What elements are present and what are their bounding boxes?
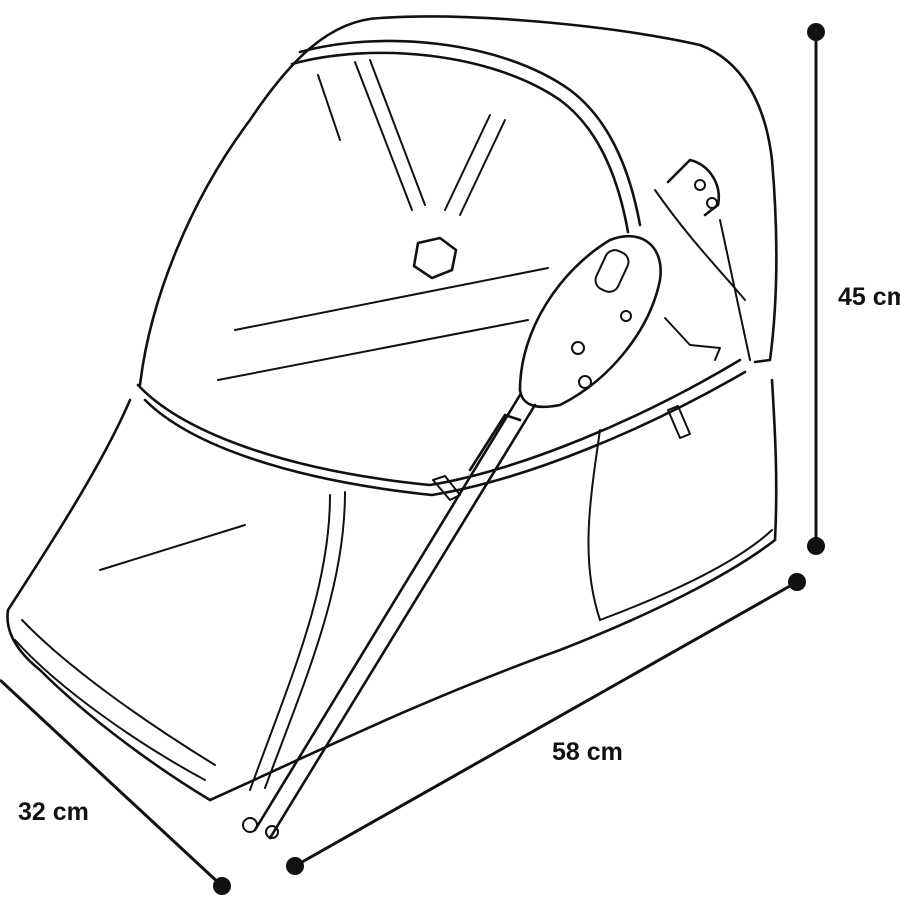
hood-rib-5 [317, 74, 341, 141]
handle-bar-lower [268, 403, 537, 840]
body-side-panel [587, 429, 601, 621]
hood-rib-1 [354, 61, 413, 211]
handle-strut [468, 413, 522, 472]
hood-rib-3 [444, 114, 491, 211]
length-line [294, 580, 798, 868]
height-endpoint-top [807, 23, 825, 41]
pivot-bolt-2 [578, 375, 592, 389]
hood-fold-3 [654, 189, 746, 301]
height-label: 45 cm [838, 283, 900, 311]
bracket-hole-2 [706, 197, 718, 209]
width-line [0, 678, 224, 888]
hood-outline [138, 15, 778, 387]
length-dimension: 58 cm [286, 573, 806, 875]
body-panel-seam-1 [249, 494, 331, 791]
rear-connector [664, 317, 721, 361]
pivot-bolt-3 [620, 310, 632, 322]
hood-fold-2 [217, 319, 529, 381]
length-label: 58 cm [552, 738, 623, 766]
width-label: 32 cm [18, 798, 89, 826]
hood-rib-2 [369, 59, 426, 206]
hood-rib-4 [459, 119, 506, 216]
body-right-side [770, 378, 778, 542]
body-side-base [599, 529, 773, 621]
hood-arch-outer [298, 39, 642, 227]
height-endpoint-bottom [807, 537, 825, 555]
width-dimension: 32 cm [0, 678, 231, 895]
zip-pull-side [667, 405, 691, 439]
carrycot-illustration [6, 15, 778, 840]
bracket-hole-1 [694, 179, 706, 191]
hood-seam-inner [143, 370, 747, 497]
width-endpoint-bottom [213, 877, 231, 895]
body-lower-rim [14, 639, 206, 781]
hood-fold-1 [234, 267, 549, 331]
foot-2 [265, 825, 279, 839]
handle-pivot [518, 234, 662, 409]
rear-strut [719, 219, 751, 361]
handle-slot [594, 249, 630, 293]
body-fold-left [99, 524, 246, 571]
hood-seam-outer [136, 358, 742, 487]
length-endpoint-left [286, 857, 304, 875]
length-endpoint-right [788, 573, 806, 591]
body-panel-seam-2 [264, 491, 346, 789]
body-bottom-front [208, 538, 777, 802]
handle-bar-upper [253, 393, 522, 832]
rear-bracket [666, 158, 721, 217]
foot-1 [242, 817, 258, 833]
hood-arch-inner [290, 51, 630, 234]
body-left-side [6, 398, 212, 802]
hood-hub [412, 236, 458, 280]
pivot-bolt-1 [571, 341, 585, 355]
body-lower-rim-2 [21, 619, 216, 766]
height-dimension: 45 cm [807, 23, 900, 555]
